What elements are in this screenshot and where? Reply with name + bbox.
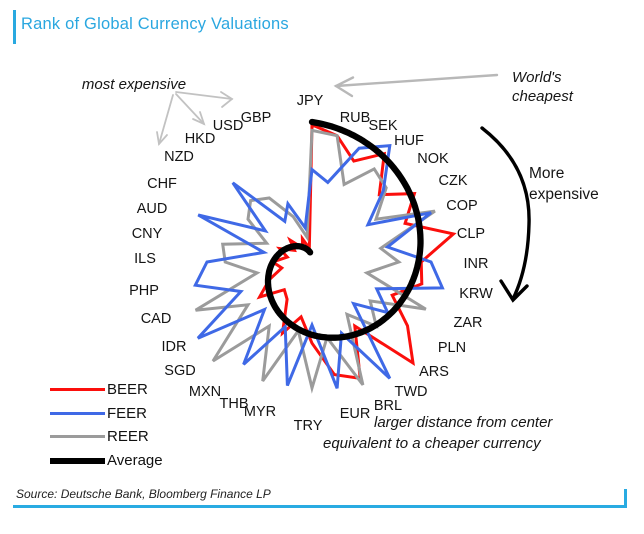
currency-label-ars: ARS [419, 364, 449, 380]
currency-label-nok: NOK [417, 151, 449, 167]
page-title: Rank of Global Currency Valuations [21, 15, 289, 33]
currency-label-ils: ILS [134, 251, 156, 267]
legend-label-reer: REER [107, 428, 149, 446]
annotation-worlds-cheapest-line2: cheapest [512, 88, 573, 105]
legend-line-reer [50, 435, 105, 439]
currency-label-mxn: MXN [189, 384, 221, 400]
currency-label-twd: TWD [394, 384, 427, 400]
annotation-more-expensive: More expensive [529, 163, 599, 205]
currency-label-zar: ZAR [454, 315, 483, 331]
currency-label-clp: CLP [457, 226, 485, 242]
currency-label-idr: IDR [162, 339, 187, 355]
currency-label-thb: THB [220, 396, 249, 412]
currency-label-myr: MYR [244, 404, 276, 420]
currency-label-usd: USD [213, 118, 244, 134]
series-line-feer [193, 143, 445, 389]
legend: BEER FEER REER Average [50, 378, 163, 472]
source-text: Source: Deutsche Bank, Bloomberg Finance… [16, 487, 271, 501]
currency-label-eur: EUR [340, 406, 371, 422]
currency-label-brl: BRL [374, 398, 402, 414]
annotation-center-note-line1: larger distance from center [374, 414, 553, 431]
annotation-most-expensive: most expensive [81, 76, 187, 93]
currency-label-pln: PLN [438, 340, 466, 356]
bottom-rule [13, 505, 627, 508]
worlds-cheapest-arrow [333, 73, 499, 98]
currency-label-sek: SEK [368, 118, 397, 134]
currency-label-czk: CZK [439, 173, 468, 189]
annotation-more-expensive-line2: expensive [529, 186, 599, 203]
legend-label-average: Average [107, 452, 163, 470]
bottom-rule-tick [624, 489, 627, 507]
legend-row-feer: FEER [50, 402, 163, 426]
currency-label-jpy: JPY [297, 93, 324, 109]
currency-label-php: PHP [129, 283, 159, 299]
currency-label-huf: HUF [394, 133, 424, 149]
currency-label-krw: KRW [459, 286, 493, 302]
annotation-worlds-cheapest-line1: World's [512, 69, 562, 86]
legend-line-average [50, 457, 105, 464]
most-expensive-arrows [156, 91, 234, 147]
annotation-worlds-cheapest: World's cheapest [512, 68, 573, 106]
legend-label-feer: FEER [107, 404, 148, 422]
currency-label-hkd: HKD [185, 131, 216, 147]
currency-label-cny: CNY [132, 226, 163, 242]
series-line-average [264, 118, 424, 341]
currency-label-aud: AUD [137, 201, 168, 217]
currency-label-cop: COP [446, 198, 477, 214]
legend-row-average: Average [50, 449, 163, 473]
annotation-center-note-line2: equivalent to a cheaper currency [323, 435, 541, 452]
annotation-more-expensive-line1: More [529, 165, 565, 182]
currency-label-cad: CAD [141, 311, 172, 327]
currency-label-gbp: GBP [241, 110, 272, 126]
legend-line-feer [50, 411, 105, 415]
legend-label-beer: BEER [107, 381, 148, 399]
currency-label-try: TRY [294, 418, 323, 434]
legend-row-beer: BEER [50, 378, 163, 402]
currency-label-inr: INR [464, 256, 489, 272]
currency-label-nzd: NZD [164, 149, 194, 165]
title-accent-bar [13, 10, 16, 44]
currency-label-rub: RUB [340, 110, 371, 126]
legend-row-reer: REER [50, 425, 163, 449]
currency-label-sgd: SGD [164, 363, 195, 379]
currency-label-chf: CHF [147, 176, 177, 192]
more-expensive-arrow [480, 126, 531, 303]
legend-line-beer [50, 388, 105, 392]
